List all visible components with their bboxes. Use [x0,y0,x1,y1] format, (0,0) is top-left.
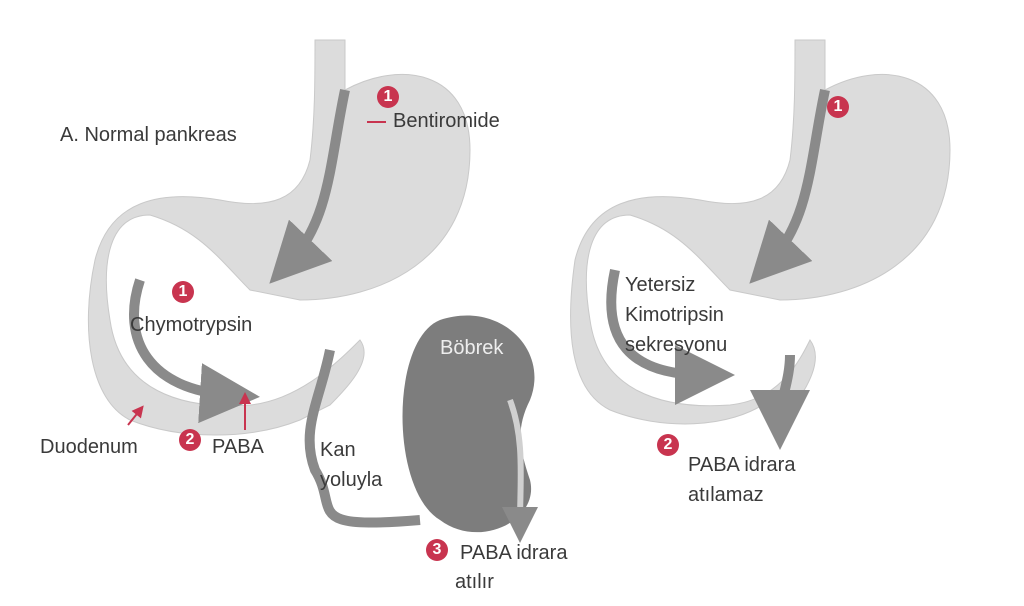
step-badge: 1 [377,86,399,108]
left-stomach [87,39,471,528]
blood-label-line1: Kan [320,439,356,461]
duodenum-label: Duodenum [40,436,138,458]
note-line3: sekresyonu [625,334,728,356]
paba-excreted-line1: PABA idrara [460,542,568,564]
step-badge: 2 [179,429,201,451]
paba-not-excreted-line2: atılamaz [688,484,764,506]
duodenum-pointer [127,405,144,426]
paba-excreted-line2: atılır [455,571,494,593]
note-line1: Yetersiz [625,274,696,296]
step-badge: 1 [172,281,194,303]
step-badge: 1 [827,96,849,118]
title: A. Normal pankreas [60,124,237,146]
paba-not-excreted-line1: PABA idrara [688,454,796,476]
chymotrypsin-label: Chymotrypsin [130,314,253,336]
blood-flow-arrow [304,349,421,528]
bentiromide-label: Bentiromide [393,110,500,132]
right-stomach [570,39,951,450]
duodenum-flow-arrow [129,278,260,424]
note-line2: Kimotripsin [625,304,724,326]
kidney-label: Böbrek [440,337,504,359]
step-badge: 2 [657,434,679,456]
blood-label-line2: yoluyla [320,469,383,491]
stomach-flow-arrow [269,88,350,284]
paba-label: PABA [212,436,264,458]
kidney [402,315,539,543]
step-badge: 3 [426,539,448,561]
